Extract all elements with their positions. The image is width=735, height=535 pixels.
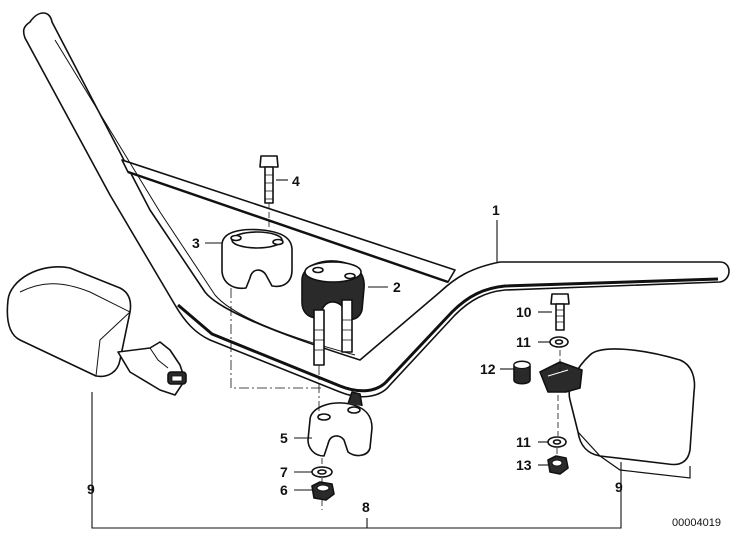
callout-10: 10 [516, 304, 532, 320]
washer[interactable] [311, 466, 333, 478]
callout-3: 3 [192, 235, 200, 251]
spacer-sleeve[interactable] [513, 360, 531, 385]
callout-9-right: 9 [615, 479, 623, 495]
handlebar-riser[interactable] [301, 260, 365, 366]
callout-11-top: 11 [516, 334, 531, 350]
callout-labels: 1 2 3 4 5 6 7 8 9 9 10 11 11 12 13 [87, 173, 623, 515]
callout-4: 4 [292, 173, 300, 189]
callout-11-bottom: 11 [516, 434, 531, 450]
callout-9-left: 9 [87, 481, 95, 497]
diagram-reference-code: 00004019 [672, 517, 721, 529]
lower-clamp[interactable] [307, 391, 373, 457]
screw[interactable] [550, 293, 570, 331]
callout-2: 2 [393, 279, 401, 295]
washer-top[interactable] [549, 336, 569, 348]
callout-7: 7 [280, 464, 288, 480]
callout-6: 6 [280, 482, 288, 498]
callout-13: 13 [516, 457, 532, 473]
hex-bolt[interactable] [259, 155, 279, 204]
hand-guard-right[interactable] [539, 348, 696, 479]
callout-8: 8 [362, 499, 370, 515]
hex-nut[interactable] [311, 481, 335, 501]
assembly-lines [230, 203, 561, 510]
callout-5: 5 [280, 430, 288, 446]
upper-clamp-left[interactable] [221, 228, 293, 290]
self-locking-nut[interactable] [547, 455, 569, 475]
washer-bottom[interactable] [547, 436, 567, 448]
leader-lines [91, 179, 622, 529]
callout-1: 1 [492, 202, 500, 218]
handlebar[interactable] [22, 12, 730, 398]
callout-12: 12 [480, 361, 496, 377]
hand-guard-left[interactable] [6, 266, 187, 396]
